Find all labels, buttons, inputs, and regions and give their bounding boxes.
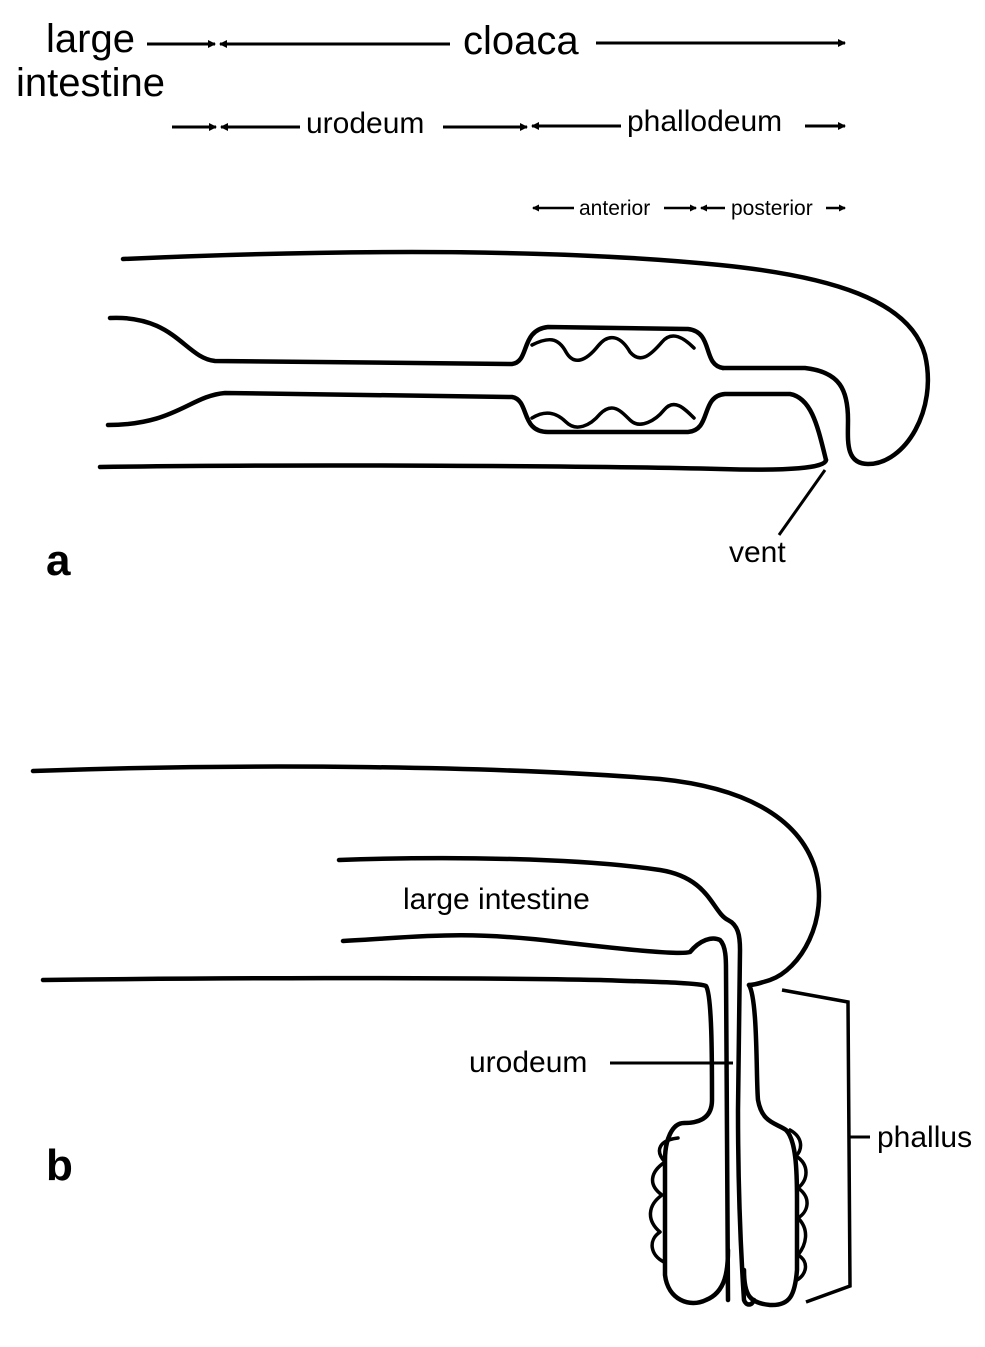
intestine-upper-wall-b [336, 855, 757, 1307]
label-large-intestine-b: large intestine [403, 883, 590, 916]
intestine-upper-wall-a [107, 315, 726, 371]
label-large-intestine-line2: intestine [16, 61, 165, 105]
label-large-intestine-line1: large [46, 17, 135, 61]
ventral-body-wall-a [97, 457, 829, 472]
label-vent: vent [729, 536, 786, 569]
phallus-spines-right [788, 1128, 809, 1282]
label-cloaca: cloaca [463, 19, 579, 63]
label-posterior: posterior [731, 197, 813, 220]
phallus-right-wall [741, 982, 800, 1308]
phallus-bracket [781, 988, 852, 1304]
panel-a: large intestine cloaca urodeum phallodeu… [16, 17, 931, 585]
panel-label-a: a [46, 536, 71, 585]
vent-leader-line [777, 469, 827, 536]
phallodeum-fold-lower [530, 402, 696, 429]
label-phallus: phallus [877, 1121, 972, 1154]
label-phallodeum: phallodeum [627, 105, 782, 138]
label-urodeum-b: urodeum [469, 1046, 587, 1079]
label-urodeum-a: urodeum [306, 107, 424, 140]
phallodeum-fold-upper [530, 334, 696, 362]
label-anterior: anterior [579, 197, 650, 220]
phallus-spines-left [648, 1136, 680, 1264]
intestine-lower-wall-b [340, 933, 731, 1303]
intestine-lower-wall-a [105, 390, 829, 463]
body-wall-outline-b [30, 764, 822, 988]
ventral-body-wall-b [40, 975, 731, 1306]
panel-label-b: b [46, 1141, 73, 1190]
body-wall-outline-a [120, 249, 931, 467]
panel-b: phallus large intestine urodeum b [30, 764, 972, 1308]
